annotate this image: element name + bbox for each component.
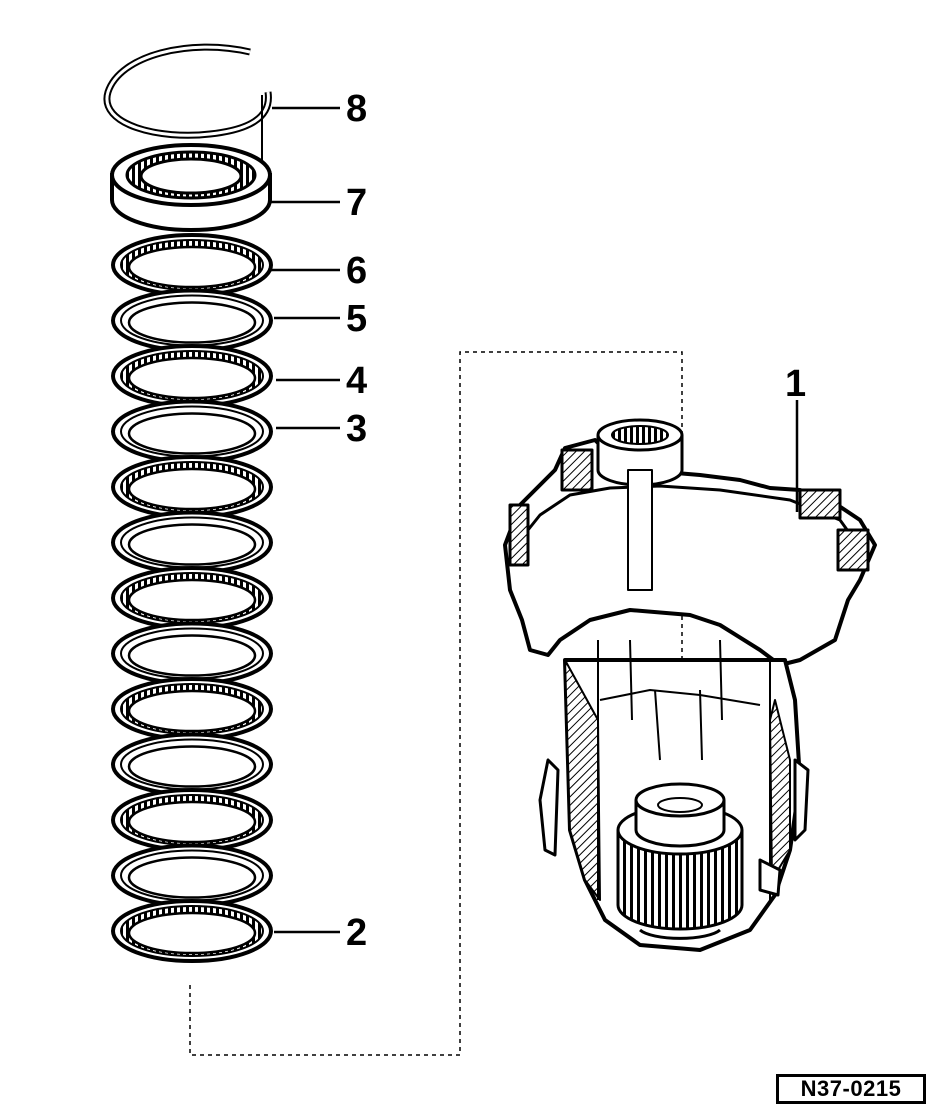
clutch-disc (111, 288, 273, 353)
clutch-disc (111, 621, 273, 686)
callout-8: 8 (346, 88, 367, 130)
callout-labels: 8 7 6 5 4 3 2 1 (346, 88, 806, 954)
clutch-disc (111, 344, 273, 408)
clutch-disc-stack (111, 233, 273, 963)
callout-1: 1 (785, 363, 806, 405)
part-7-bearing (110, 143, 272, 232)
reference-code-text: N37-0215 (800, 1076, 902, 1101)
callout-4: 4 (346, 360, 367, 402)
clutch-disc (111, 677, 273, 741)
clutch-disc (111, 899, 273, 963)
part-1-transmission-housing (503, 418, 877, 952)
callout-6: 6 (346, 250, 367, 292)
clutch-disc (111, 788, 273, 852)
clutch-disc (111, 399, 273, 464)
clutch-disc (111, 233, 273, 297)
clutch-disc (111, 732, 273, 797)
clutch-disc (111, 455, 273, 519)
part-8-snap-ring (103, 43, 272, 160)
clutch-disc (111, 843, 273, 908)
reference-code-box: N37-0215 (776, 1074, 926, 1104)
callout-3: 3 (346, 408, 367, 450)
clutch-disc (111, 510, 273, 575)
callout-leaders (268, 106, 799, 934)
callout-7: 7 (346, 182, 367, 224)
clutch-disc (111, 566, 273, 630)
callout-2: 2 (346, 912, 367, 954)
callout-5: 5 (346, 298, 367, 340)
